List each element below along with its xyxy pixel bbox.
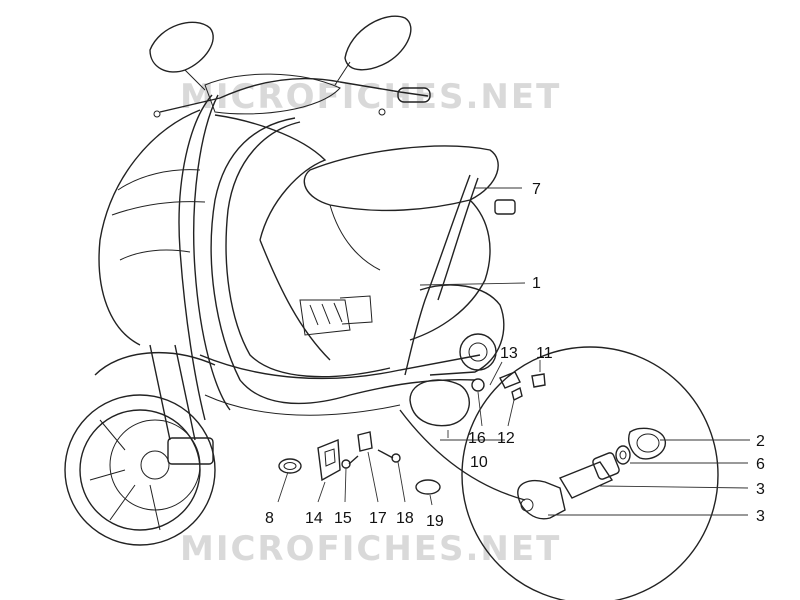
front-fender: [94, 351, 216, 376]
watermark-bottom: MICROFICHES.NET: [180, 529, 561, 569]
part-16-clip: [471, 378, 485, 392]
rear-wheel: [409, 379, 470, 427]
callout-1: 1: [532, 275, 541, 292]
part-17-clip: [357, 431, 373, 452]
inset-circle: [461, 346, 719, 600]
part-7-washer: [615, 445, 631, 465]
inset-detail: [461, 346, 719, 600]
callout-16: 16: [468, 430, 486, 447]
part-6-switch-body: [558, 461, 614, 499]
part-13-adjuster: [499, 371, 521, 389]
brake-caliper: [167, 437, 214, 465]
callout-15: 15: [334, 510, 352, 527]
cable-front-brake: [178, 94, 213, 421]
seat: [303, 145, 499, 212]
callout-labels: 7 1 13 11 16 12 10 2 6 3 3 8 14 15 17 18…: [265, 181, 765, 530]
part-3-boot: [517, 479, 566, 520]
callout-8: 8: [265, 510, 274, 527]
callout-19: 19: [426, 513, 444, 530]
callout-18: 18: [396, 510, 414, 527]
handlebar: [159, 77, 429, 113]
callout-11: 11: [536, 345, 553, 362]
loose-parts: [278, 431, 441, 495]
part-19-ring: [415, 479, 441, 495]
front-fork: [149, 344, 196, 441]
callout-2: 2: [756, 433, 765, 450]
tail-light: [494, 199, 516, 215]
callout-13: 13: [500, 345, 518, 362]
watermark-top: MICROFICHES.NET: [180, 77, 561, 117]
callout-17: 17: [369, 510, 387, 527]
part-12-nut: [511, 386, 523, 402]
leader-lines: [277, 187, 750, 516]
floorboard: [199, 354, 481, 380]
part-14-bracket: [317, 438, 341, 482]
rear-body: [409, 199, 491, 341]
right-mirror: [344, 15, 412, 71]
part-2-cap: [628, 427, 666, 460]
brake-disc: [109, 419, 201, 511]
callout-7: 6: [756, 456, 765, 473]
front-grille: [111, 169, 206, 216]
engine-casing: [419, 284, 505, 376]
cable-routing: [178, 94, 546, 501]
cable-rear-brake: [210, 117, 476, 405]
callout-14: 14: [305, 510, 323, 527]
callout-12: 12: [497, 430, 515, 447]
callout-10: 10: [470, 454, 488, 471]
part-18-screw: [391, 453, 401, 463]
right-grip: [397, 87, 431, 103]
left-mirror: [149, 21, 214, 73]
part-8-clamp: [278, 458, 302, 474]
front-tire: [64, 394, 216, 546]
cable-throttle: [404, 174, 471, 376]
part-11-cap: [531, 373, 546, 388]
part-15-screw: [341, 459, 351, 469]
callout-9: 7: [532, 181, 541, 198]
callout-6: 3: [756, 481, 765, 498]
front-shield-left: [98, 109, 201, 346]
callout-3: 3: [756, 508, 765, 525]
cable-to-inset: [399, 409, 526, 501]
